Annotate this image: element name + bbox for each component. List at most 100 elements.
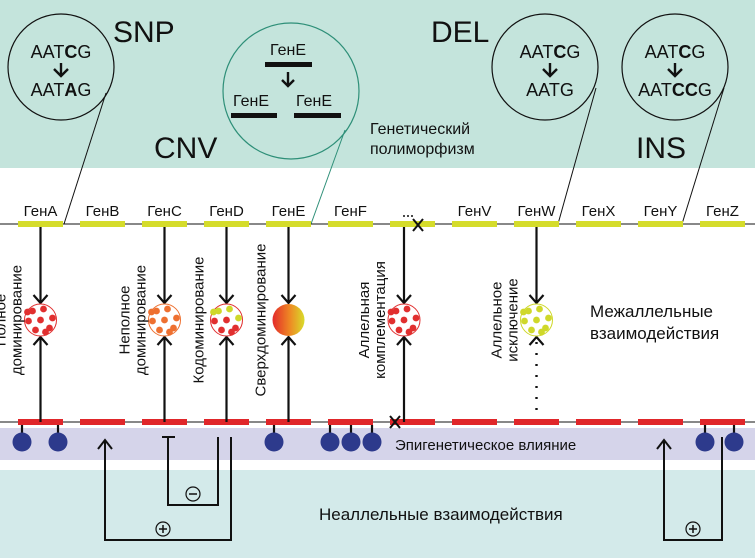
methyl-groups: [12, 425, 744, 452]
gene-segment: [576, 221, 621, 227]
cnv-gene-label: ГенЕ: [270, 42, 306, 59]
nonallelic-label: Неаллельные взаимодействия: [319, 505, 563, 524]
break-x-icon: [389, 415, 401, 429]
arrow-up-icon: [280, 335, 297, 346]
del-circle: AATCG AATG: [491, 13, 599, 121]
allele-segment: [576, 419, 621, 425]
gene-segment: [80, 221, 125, 227]
gene-label: ГенY: [644, 203, 678, 220]
arrow-down-icon: [280, 294, 297, 305]
interaction-label: Полное: [0, 294, 10, 347]
del-leader-line: [557, 87, 597, 225]
interallelic-label: Межаллельные: [590, 302, 713, 321]
leader-lines: [63, 87, 725, 225]
nonallelic-connectors: [97, 436, 723, 541]
gene-label: ГенB: [86, 203, 120, 220]
cnv-leader-line: [310, 129, 346, 225]
cnv-circle: ГенЕ ГенЕ ГенЕ: [222, 22, 360, 160]
methyl-group-icon: [48, 425, 68, 452]
gene-segment: [452, 221, 497, 227]
arrow-up-icon: [528, 335, 545, 346]
arrow-down-icon: [53, 63, 69, 78]
methyl-group-icon: [320, 425, 340, 452]
interallelic-label: взаимодействия: [590, 324, 719, 343]
ins-to-sequence: AATCCG: [638, 80, 712, 100]
cnv-gene-bar: [265, 62, 312, 67]
cnv-copy-label: ГенЕ: [296, 93, 332, 110]
allele-segment: [80, 419, 125, 425]
interaction-label: комплементация: [372, 261, 389, 379]
gene-label: ГенE: [272, 203, 306, 220]
gene-label: ГенD: [209, 203, 244, 220]
allele-product-red-dots: [24, 303, 57, 337]
polymorphism-title: Генетический: [370, 121, 470, 138]
polymorphism-title: полиморфизм: [370, 141, 475, 158]
allele-product-orange-dots: [148, 303, 181, 337]
methyl-group-icon: [341, 425, 361, 452]
activation-path: [104, 437, 232, 541]
arrow-down-icon: [396, 294, 412, 305]
allele-segment: [390, 419, 435, 425]
gene-label: ГенC: [147, 203, 182, 220]
allele-segment: [514, 419, 559, 425]
methyl-group-icon: [264, 425, 284, 452]
ins-from-sequence: AATCG: [645, 42, 706, 62]
allele-segment: [328, 419, 373, 425]
polymorphism-band: [0, 0, 755, 168]
arrow-down-icon: [281, 72, 295, 88]
gene-label: ГенZ: [706, 203, 739, 220]
cnv-label: CNV: [154, 132, 217, 165]
allele-segment: [638, 419, 683, 425]
gene-label: ГенA: [24, 203, 58, 220]
del-from-sequence: AATCG: [520, 42, 581, 62]
plus-sign-icon: [155, 521, 171, 537]
arrow-down-icon: [542, 63, 558, 78]
arrow-down-icon: [156, 294, 173, 305]
inhibition-path: [167, 437, 219, 506]
snp-from-sequence: AATCG: [31, 42, 92, 62]
ins-leader-line: [681, 87, 725, 225]
gene-segment: [514, 221, 559, 227]
interaction-label: Аллельное: [489, 282, 506, 359]
arrow-up-icon: [656, 438, 672, 450]
ins-label: INS: [636, 132, 686, 165]
gene-label: ГенX: [582, 203, 616, 220]
arrow-up-icon: [218, 335, 235, 346]
break-x-icon: [412, 218, 424, 232]
methyl-group-icon: [695, 425, 715, 452]
ellipsis-dots: [403, 215, 413, 217]
interaction-label: доминирование: [133, 265, 150, 375]
arrow-up-icon: [32, 335, 49, 346]
interaction-label: исключение: [505, 278, 522, 361]
activation-path: [663, 437, 723, 541]
methyl-group-icon: [362, 425, 382, 452]
gene-segment: [700, 221, 745, 227]
arrow-up-icon: [396, 335, 412, 346]
gene-segments: [18, 221, 745, 227]
gene-segment: [328, 221, 373, 227]
nonallelic-band: [0, 470, 755, 558]
allele-segment: [452, 419, 497, 425]
arrow-down-icon: [667, 63, 683, 78]
del-to-sequence: AATG: [526, 80, 574, 100]
gene-label: ГенV: [458, 203, 492, 220]
interaction-label: Сверхдоминирование: [253, 244, 270, 397]
gene-segment: [266, 221, 311, 227]
interaction-label: Кодоминирование: [191, 256, 208, 383]
snp-leader-line: [63, 92, 107, 225]
methyl-group-icon: [724, 425, 744, 452]
gene-segment: [204, 221, 249, 227]
cnv-copy-bar: [294, 113, 341, 118]
minus-sign-icon: [185, 486, 201, 502]
cnv-copy-bar: [231, 113, 277, 118]
allele-product-yellow-red-dots: [210, 303, 243, 337]
snp-circle: AATCG AATAG: [7, 13, 115, 121]
allele-segment: [700, 419, 745, 425]
